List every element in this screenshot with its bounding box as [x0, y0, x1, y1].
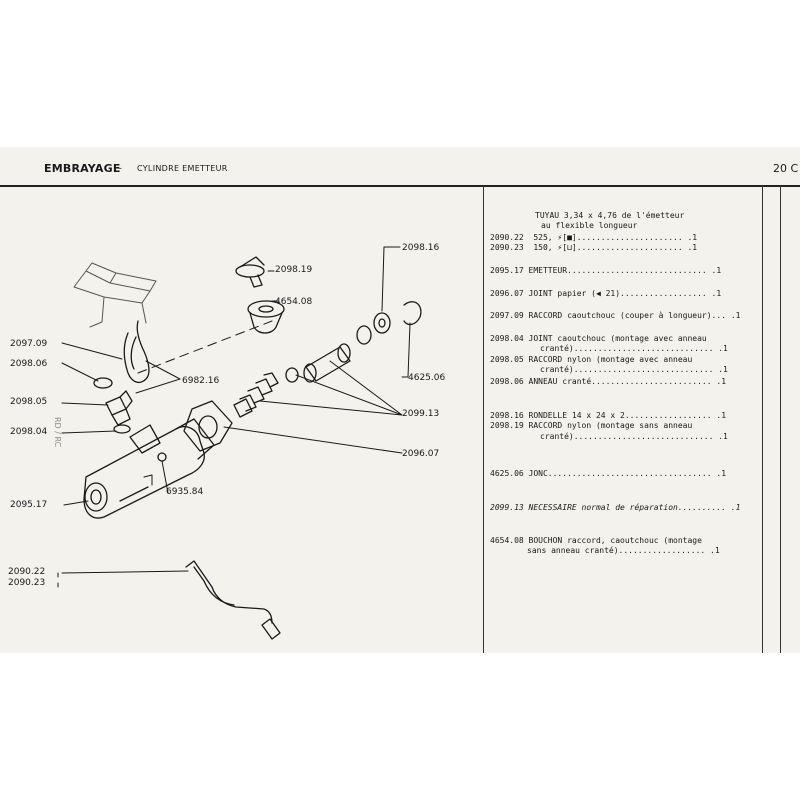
part-ref-2097-09: 2097.09 — [10, 339, 48, 349]
page-number: 20 C — [773, 162, 799, 175]
part-ref-6935-84: 6935.84 — [166, 487, 204, 497]
assembly-axis — [137, 320, 273, 374]
part-ref-4654-08: 4654.08 — [275, 297, 313, 307]
part-ref-2090-23: 2090.23 — [8, 578, 46, 588]
extra-column-divider — [780, 185, 781, 653]
rubber-hose-drawing — [123, 320, 150, 384]
piston-drawing — [303, 343, 351, 383]
master-cylinder-drawing — [83, 418, 215, 519]
part-ref-2098-16: 2098.16 — [402, 243, 440, 253]
parts-list-line: 2099.13 NECESSAIRE normal de réparation.… — [490, 503, 741, 512]
parts-list-line: cranté)............................. .1 — [540, 344, 728, 353]
column-divider — [483, 185, 484, 653]
piston-seal-drawing — [356, 325, 372, 345]
circlip-drawing — [403, 301, 422, 326]
seal-drawing — [113, 424, 131, 434]
parts-list-line: 2098.16 RONDELLE 14 x 24 x 2............… — [490, 411, 727, 420]
brake-pipe-drawing — [185, 560, 281, 640]
rubber-cap-drawing — [247, 300, 285, 334]
part-ref-2095-17: 2095.17 — [10, 500, 48, 510]
rondelle-drawing — [373, 312, 391, 334]
catalog-page: EMBRAYAGE – CYLINDRE EMETTEUR 20 C — [0, 147, 800, 653]
parts-list-line: 2096.07 JOINT papier (◀ 21).............… — [490, 289, 722, 298]
nylon-connector-drawing — [105, 390, 133, 426]
paper-gasket-drawing — [183, 400, 233, 452]
part-ref-2099-13: 2099.13 — [402, 409, 440, 419]
qty-column-divider — [762, 185, 763, 653]
pedal-bracket-drawing — [73, 262, 157, 328]
section-subtitle: CYLINDRE EMETTEUR — [137, 164, 228, 173]
parts-list-line: 2090.22 525, ⚡[■]...................... … — [490, 233, 698, 242]
parts-list-line: 4625.06 JONC............................… — [490, 469, 727, 478]
section-title: EMBRAYAGE — [44, 162, 121, 175]
spring-drawing — [233, 372, 279, 418]
part-ref-2098-04: 2098.04 — [10, 427, 48, 437]
part-ref-2098-19: 2098.19 — [275, 265, 313, 275]
parts-list-line: cranté)............................. .1 — [540, 365, 728, 374]
title-separator: – — [117, 163, 122, 174]
parts-list-line: 2098.19 RACCORD nylon (montage sans anne… — [490, 421, 693, 430]
part-ref-2096-07: 2096.07 — [402, 449, 440, 459]
parts-list-line: 2098.05 RACCORD nylon (montage avec anne… — [490, 355, 693, 364]
parts-list-line: sans anneau cranté).................. .1 — [527, 546, 720, 555]
parts-list-line: TUYAU 3,34 x 4,76 de l'émetteur — [535, 211, 685, 220]
part-ref-4625-06: 4625.06 — [408, 373, 446, 383]
top-connector-drawing — [235, 256, 265, 288]
margin-note: RD / RC — [53, 417, 62, 448]
washer-small-drawing — [285, 367, 299, 383]
parts-list-line: 2098.04 JOINT caoutchouc (montage avec a… — [490, 334, 707, 343]
parts-list-line: 4654.08 BOUCHON raccord, caoutchouc (mon… — [490, 536, 702, 545]
part-ref-2098-06: 2098.06 — [10, 359, 48, 369]
clip-ring-drawing — [93, 377, 113, 389]
header-rule — [0, 185, 800, 187]
part-ref-2098-05: 2098.05 — [10, 397, 48, 407]
part-ref-2090-22: 2090.22 — [8, 567, 46, 577]
parts-list-line: au flexible longueur — [541, 221, 638, 230]
parts-list-line: cranté)............................. .1 — [540, 432, 728, 441]
part-ref-6982-16: 6982.16 — [182, 376, 220, 386]
exploded-diagram — [57, 246, 422, 640]
parts-list-line: 2097.09 RACCORD caoutchouc (couper à lon… — [490, 311, 741, 320]
leader-lines — [57, 246, 411, 588]
parts-list-line: 2090.23 150, ⚡[⊔]...................... … — [490, 243, 698, 252]
parts-list-line: 2095.17 EMETTEUR........................… — [490, 266, 722, 275]
parts-list-line: 2098.06 ANNEAU cranté...................… — [490, 377, 727, 386]
